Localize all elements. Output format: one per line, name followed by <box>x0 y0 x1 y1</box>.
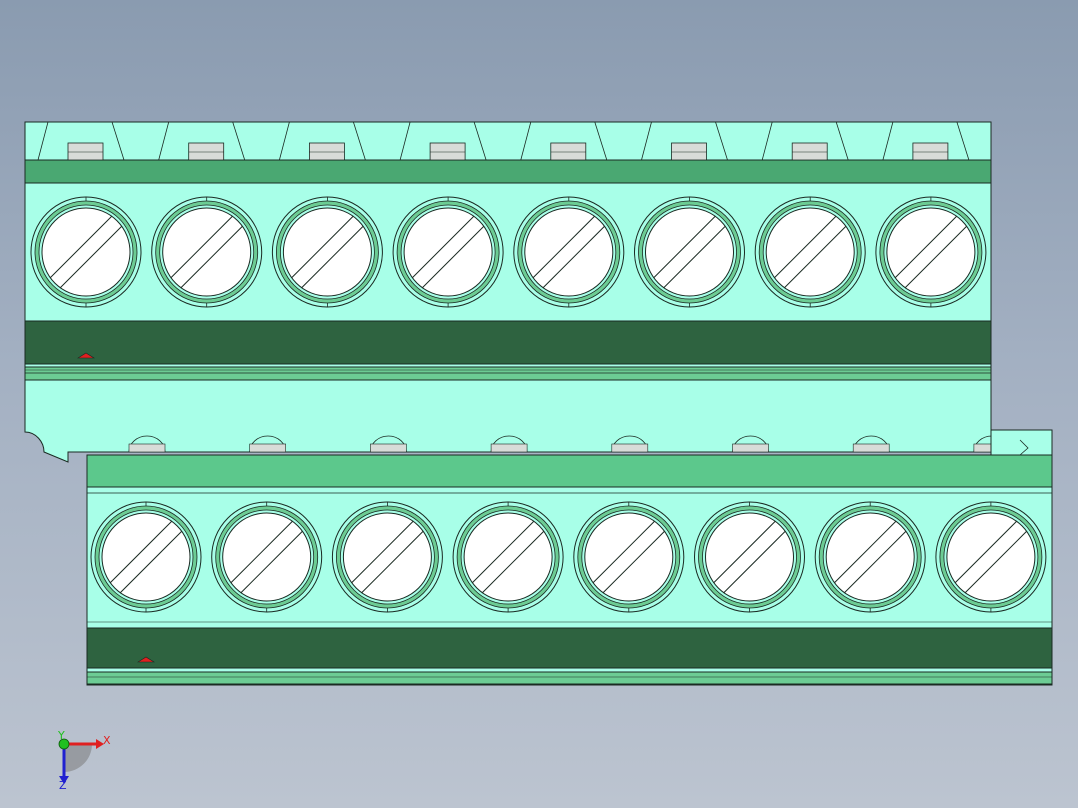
lower-top-band <box>86 454 1053 488</box>
lower-screw-4 <box>452 501 564 613</box>
lower-screw-1 <box>90 501 202 613</box>
lower-screw-6 <box>694 501 805 613</box>
upper-wire-slot-2 <box>158 121 246 161</box>
terminal-block-row-bottom <box>86 429 1053 686</box>
upper-top-band <box>24 159 992 184</box>
upper-wire-slot-8 <box>882 121 970 161</box>
upper-screw-3 <box>271 196 383 308</box>
lower-rail <box>86 671 1053 685</box>
lower-screw-2 <box>211 501 323 613</box>
lower-right-cap <box>990 429 1053 456</box>
coordinate-triad <box>58 738 104 784</box>
y-axis-label: Y <box>58 729 65 742</box>
upper-wire-slot-5 <box>520 121 608 161</box>
upper-rail <box>24 366 992 381</box>
x-axis-label: X <box>103 734 111 747</box>
lower-polarity-marker <box>136 656 156 663</box>
upper-clip-4 <box>490 435 528 453</box>
upper-clip-1 <box>128 435 166 453</box>
upper-wire-slot-4 <box>399 121 487 161</box>
upper-wire-slot-6 <box>641 121 728 161</box>
upper-clip-7 <box>852 435 890 453</box>
upper-screw-2 <box>151 196 263 308</box>
lower-screw-7 <box>814 501 926 613</box>
lower-screw-5 <box>573 501 685 613</box>
lower-screw-3 <box>331 501 443 613</box>
upper-clip-6 <box>732 435 769 453</box>
upper-wire-slot-3 <box>279 121 366 161</box>
upper-dark-band <box>24 320 992 365</box>
upper-polarity-marker <box>76 352 96 359</box>
upper-wire-slot-7 <box>761 121 849 161</box>
upper-screw-1 <box>30 196 142 308</box>
upper-wire-slot-1 <box>37 121 125 161</box>
triad-shade <box>64 744 92 772</box>
z-axis-label: Z <box>59 779 67 792</box>
upper-clip-2 <box>249 435 287 453</box>
y-axis-dot <box>58 738 70 750</box>
upper-screw-6 <box>634 196 745 308</box>
upper-screw-4 <box>392 196 504 308</box>
lower-dark-band <box>86 627 1053 669</box>
terminal-block-row-top <box>24 121 1011 463</box>
upper-screw-7 <box>754 196 866 308</box>
upper-clip-5 <box>611 435 649 453</box>
lower-screw-8 <box>935 501 1047 613</box>
upper-clip-3 <box>369 435 407 453</box>
upper-screw-8 <box>875 196 987 308</box>
upper-screw-5 <box>513 196 625 308</box>
